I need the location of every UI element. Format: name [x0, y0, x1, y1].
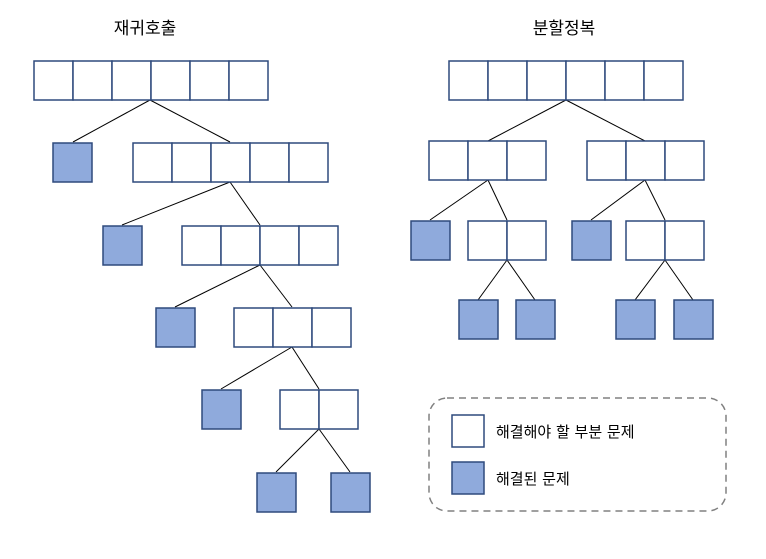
edge — [590, 179, 646, 221]
edge — [229, 181, 261, 226]
unsolved-cell — [506, 220, 547, 261]
unsolved-cell — [565, 60, 606, 101]
edge — [487, 179, 508, 221]
edge — [487, 99, 567, 142]
unsolved-cell — [298, 225, 339, 266]
edge — [506, 259, 536, 301]
right-level2-left-array — [467, 220, 547, 261]
unsolved-cell — [467, 140, 508, 181]
solved-cell — [256, 472, 297, 513]
solved-cell — [673, 299, 714, 340]
edge — [220, 346, 293, 390]
solved-cell — [201, 389, 242, 430]
edge — [664, 259, 694, 301]
solved-cell — [410, 220, 451, 261]
edge — [291, 346, 320, 390]
unsolved-cell — [526, 60, 567, 101]
unsolved-cell — [171, 142, 212, 183]
right-solved-boxes — [410, 220, 714, 340]
edge — [275, 428, 320, 473]
left-root-array — [33, 60, 269, 101]
unsolved-cell — [288, 142, 329, 183]
unsolved-cell — [604, 60, 645, 101]
unsolved-cell — [279, 389, 320, 430]
left-level2-array — [181, 225, 339, 266]
edge — [259, 264, 293, 308]
unsolved-cell — [72, 60, 113, 101]
legend-border — [428, 397, 727, 512]
unsolved-cell — [228, 60, 269, 101]
edge — [477, 259, 508, 301]
unsolved-cell — [132, 142, 173, 183]
solved-cell — [330, 472, 371, 513]
unsolved-cell — [311, 307, 352, 348]
edge — [149, 99, 231, 143]
edge — [318, 428, 351, 473]
edge — [644, 179, 666, 221]
right-level1-right-array — [586, 140, 705, 181]
title-divide-conquer: 분할정복 — [533, 19, 596, 39]
solved-cell — [615, 299, 656, 340]
edge — [72, 99, 151, 143]
unsolved-cell — [181, 225, 222, 266]
left-level4-array — [279, 389, 359, 430]
solved-cell — [52, 142, 93, 183]
unsolved-cell — [220, 225, 261, 266]
unsolved-cell — [643, 60, 684, 101]
unsolved-cell — [625, 140, 666, 181]
right-level1-left-array — [428, 140, 547, 181]
unsolved-cell — [664, 140, 705, 181]
unsolved-cell — [664, 220, 705, 261]
legend-solved-swatch — [451, 461, 485, 495]
unsolved-cell — [487, 60, 528, 101]
left-level3-array — [233, 307, 352, 348]
unsolved-cell — [33, 60, 74, 101]
unsolved-cell — [189, 60, 230, 101]
unsolved-cell — [448, 60, 489, 101]
solved-cell — [571, 220, 612, 261]
legend-unsolved-label: 해결해야 할 부분 문제 — [496, 423, 635, 441]
edge — [565, 99, 646, 142]
unsolved-cell — [467, 220, 508, 261]
legend-solved-label: 해결된 문제 — [496, 470, 570, 488]
solved-cell — [102, 225, 143, 266]
unsolved-cell — [625, 220, 666, 261]
unsolved-cell — [506, 140, 547, 181]
edge — [174, 264, 261, 308]
right-level2-right-array — [625, 220, 705, 261]
unsolved-cell — [210, 142, 251, 183]
edge — [429, 179, 489, 221]
solved-cell — [155, 307, 196, 348]
unsolved-cell — [249, 142, 290, 183]
unsolved-cell — [318, 389, 359, 430]
unsolved-cell — [233, 307, 274, 348]
solved-cell — [458, 299, 499, 340]
legend-unsolved-swatch — [451, 414, 485, 448]
unsolved-cell — [428, 140, 469, 181]
left-solved-boxes — [52, 142, 371, 513]
solved-cell — [515, 299, 556, 340]
unsolved-cell — [586, 140, 627, 181]
unsolved-cell — [150, 60, 191, 101]
unsolved-cell — [111, 60, 152, 101]
left-level1-array — [132, 142, 329, 183]
title-recursion: 재귀호출 — [114, 19, 177, 39]
right-root-array — [448, 60, 684, 101]
edge — [121, 181, 231, 226]
unsolved-cell — [259, 225, 300, 266]
edge — [634, 259, 666, 301]
legend: 해결해야 할 부분 문제 해결된 문제 — [428, 397, 727, 512]
tree-edges — [72, 99, 694, 473]
unsolved-cell — [272, 307, 313, 348]
